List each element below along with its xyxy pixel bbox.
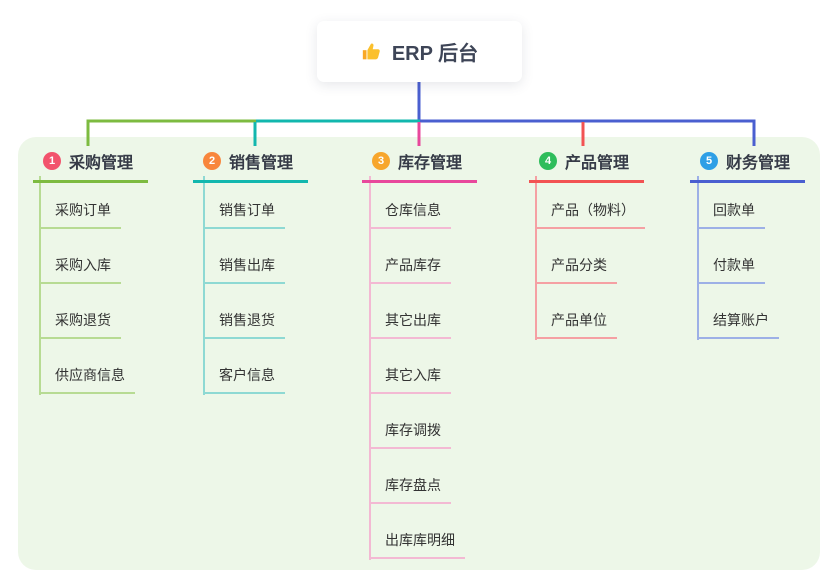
- branch-badge-3: 3: [372, 152, 390, 170]
- branch-badge-4: 4: [539, 152, 557, 170]
- child-node-purchase-inbound[interactable]: 采购入库: [39, 255, 121, 284]
- child-node-warehouse-info[interactable]: 仓库信息: [369, 200, 451, 229]
- branch-node-finance[interactable]: 5 财务管理: [690, 149, 806, 183]
- branch-node-purchase[interactable]: 1 采购管理: [33, 149, 149, 183]
- child-node-stock-count[interactable]: 库存盘点: [369, 475, 451, 504]
- child-node-receipt-voucher[interactable]: 回款单: [697, 200, 765, 229]
- branch-label: 库存管理: [398, 155, 463, 172]
- child-node-product-material[interactable]: 产品（物料）: [535, 200, 645, 229]
- child-node-other-outbound[interactable]: 其它出库: [369, 310, 451, 339]
- root-label: ERP 后台: [391, 43, 479, 65]
- child-node-stock-transfer[interactable]: 库存调拨: [369, 420, 451, 449]
- branch-badge-2: 2: [203, 152, 221, 170]
- child-node-sales-outbound[interactable]: 销售出库: [203, 255, 285, 284]
- branch-node-sales[interactable]: 2 销售管理: [193, 149, 309, 183]
- branch-node-inventory[interactable]: 3 库存管理: [362, 149, 478, 183]
- branch-label: 销售管理: [229, 155, 294, 172]
- child-node-purchase-return[interactable]: 采购退货: [39, 310, 121, 339]
- child-node-other-inbound[interactable]: 其它入库: [369, 365, 451, 394]
- child-node-settlement-account[interactable]: 结算账户: [697, 310, 779, 339]
- branch-label: 产品管理: [565, 155, 630, 172]
- root-node-erp-backend[interactable]: ERP 后台: [317, 21, 522, 82]
- child-node-outbound-detail[interactable]: 出库库明细: [369, 530, 465, 559]
- child-node-customer-info[interactable]: 客户信息: [203, 365, 285, 394]
- child-node-product-unit[interactable]: 产品单位: [535, 310, 617, 339]
- child-node-sales-return[interactable]: 销售退货: [203, 310, 285, 339]
- branch-node-product[interactable]: 4 产品管理: [529, 149, 645, 183]
- branch-label: 财务管理: [726, 155, 791, 172]
- branch-label: 采购管理: [69, 155, 134, 172]
- child-node-supplier-info[interactable]: 供应商信息: [39, 365, 135, 394]
- branches-panel: [18, 137, 820, 570]
- thumbs-up-icon: [361, 41, 383, 63]
- child-node-product-stock[interactable]: 产品库存: [369, 255, 451, 284]
- child-node-purchase-order[interactable]: 采购订单: [39, 200, 121, 229]
- child-node-sales-order[interactable]: 销售订单: [203, 200, 285, 229]
- branch-badge-5: 5: [700, 152, 718, 170]
- child-node-product-category[interactable]: 产品分类: [535, 255, 617, 284]
- child-node-payment-voucher[interactable]: 付款单: [697, 255, 765, 284]
- branch-badge-1: 1: [43, 152, 61, 170]
